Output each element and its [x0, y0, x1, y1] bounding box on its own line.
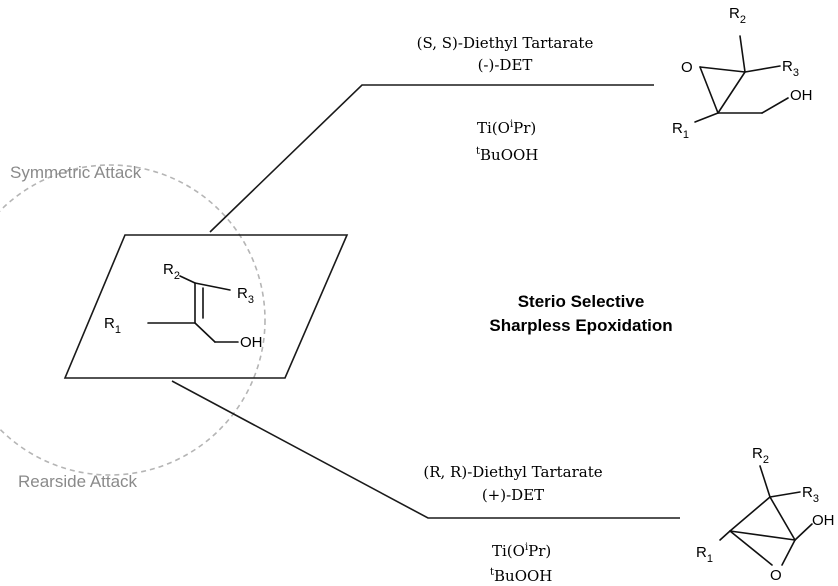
top-catalyst: Ti(OiPr) [477, 119, 536, 137]
substrate-molecule: R1 R2 R3 OH [104, 261, 263, 351]
attack-dashed-circle [0, 164, 266, 476]
bottom-product-r3: R3 [802, 484, 819, 505]
bottom-reagent-det: (+)-DET [482, 486, 544, 504]
substrate-oh: OH [240, 334, 263, 351]
top-reagent-det: (-)-DET [478, 56, 533, 74]
bottom-product-epoxide: R2 R3 OH R1 O [696, 445, 835, 584]
top-product-r1: R1 [672, 120, 689, 141]
bottom-oxidant: tBuOOH [490, 567, 552, 585]
top-oxidant: tBuOOH [476, 146, 538, 164]
symmetric-attack-label: Symmetric Attack [10, 163, 142, 182]
substrate-r3: R3 [237, 285, 254, 306]
top-product-o: O [681, 59, 693, 76]
substrate-r2: R2 [163, 261, 180, 282]
top-pathway-line [209, 84, 654, 233]
top-product-oh: OH [790, 87, 813, 104]
bottom-product-r2: R2 [752, 445, 769, 466]
bottom-reagent-name: (R, R)-Diethyl Tartarate [423, 463, 602, 481]
substrate-plane [63, 234, 349, 379]
bottom-product-oh: OH [812, 512, 835, 529]
bottom-catalyst: Ti(OiPr) [492, 542, 551, 560]
bottom-product-r1: R1 [696, 544, 713, 565]
bottom-product-o: O [770, 567, 782, 584]
center-title-line1: Sterio Selective [518, 292, 645, 311]
top-product-r3: R3 [782, 58, 799, 79]
center-title-line2: Sharpless Epoxidation [489, 316, 672, 335]
top-product-r2: R2 [729, 5, 746, 26]
substrate-r1: R1 [104, 315, 121, 336]
rearside-attack-label: Rearside Attack [18, 472, 138, 491]
top-reagent-name: (S, S)-Diethyl Tartarate [417, 34, 594, 52]
top-product-epoxide: O R2 R3 OH R1 [672, 5, 813, 141]
bottom-pathway-line [171, 380, 680, 519]
